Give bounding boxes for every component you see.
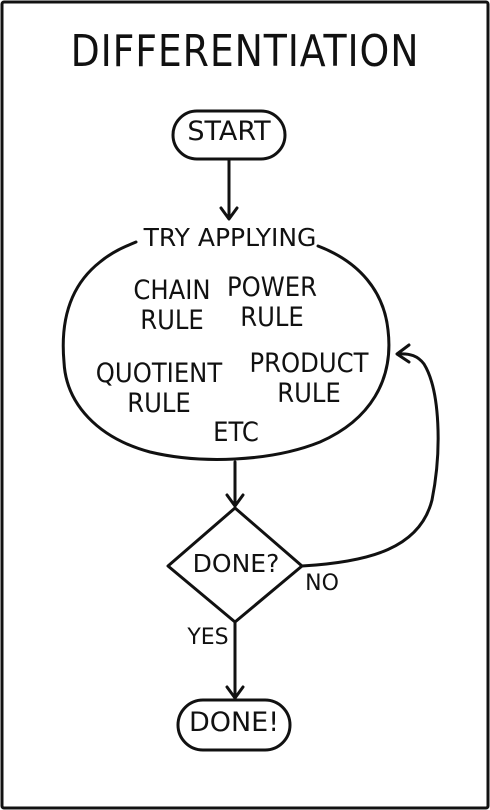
rule-quotient: QUOTIENT RULE (95, 358, 223, 420)
end-terminator-shape (176, 698, 292, 752)
rule-etc: ETC (213, 417, 259, 448)
decision-label: DONE? (192, 549, 280, 578)
start-label: START (187, 116, 271, 147)
rule-chain: CHAIN RULE (133, 275, 211, 337)
rule-product: PRODUCT RULE (249, 348, 369, 410)
flowchart-title: DIFFERENTIATION (70, 26, 420, 77)
arrowhead-no-loop (395, 343, 411, 364)
end-label: DONE! (188, 707, 280, 738)
edge-yes-label: YES (187, 625, 229, 650)
process-header-label: TRY APPLYING (143, 223, 317, 252)
arrowhead-start-to-process (219, 206, 239, 221)
rule-power: POWER RULE (226, 272, 318, 334)
arrow-no-loop (300, 352, 440, 568)
arrowhead-process-to-decision (225, 493, 245, 508)
process-blob-shape (61, 240, 391, 461)
edge-no-label: NO (305, 571, 339, 596)
arrowhead-decision-to-end (225, 685, 245, 700)
